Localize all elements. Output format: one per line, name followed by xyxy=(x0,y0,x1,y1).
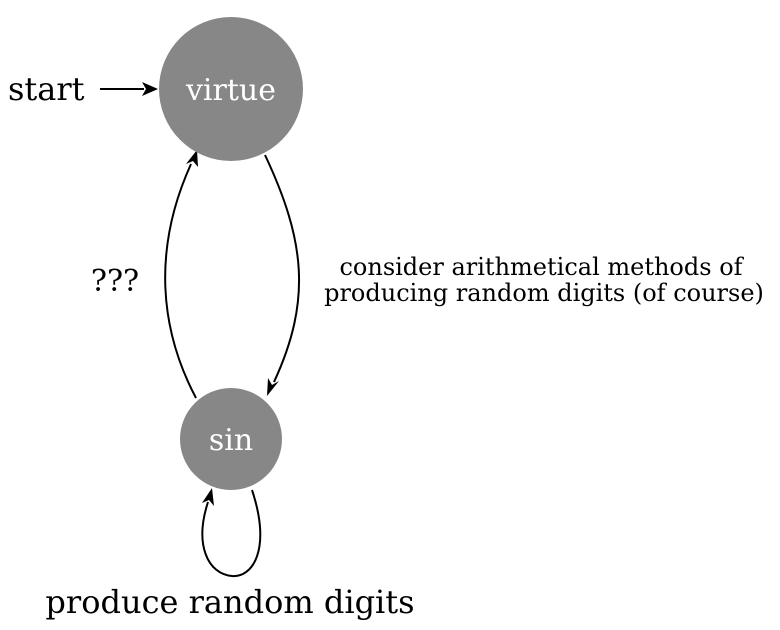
label-virtue-to-sin-line2: producing random digits (of course) xyxy=(324,279,764,307)
label-sin-self-loop: produce random digits xyxy=(45,583,414,621)
start-arrow xyxy=(100,82,158,96)
state-sin-label: sin xyxy=(209,423,253,458)
state-sin: sin xyxy=(180,388,282,490)
state-sin-circle xyxy=(180,388,282,490)
state-virtue-label: virtue xyxy=(185,73,276,108)
transition-sin-self-loop xyxy=(201,488,262,578)
state-virtue: virtue xyxy=(159,17,303,161)
transition-sin-to-virtue xyxy=(164,150,198,399)
transition-virtue-to-sin xyxy=(264,154,301,396)
start-label: start xyxy=(8,70,85,108)
label-sin-to-virtue: ??? xyxy=(91,264,139,299)
state-virtue-circle xyxy=(159,17,303,161)
label-virtue-to-sin-line1: consider arithmetical methods of xyxy=(339,253,744,281)
